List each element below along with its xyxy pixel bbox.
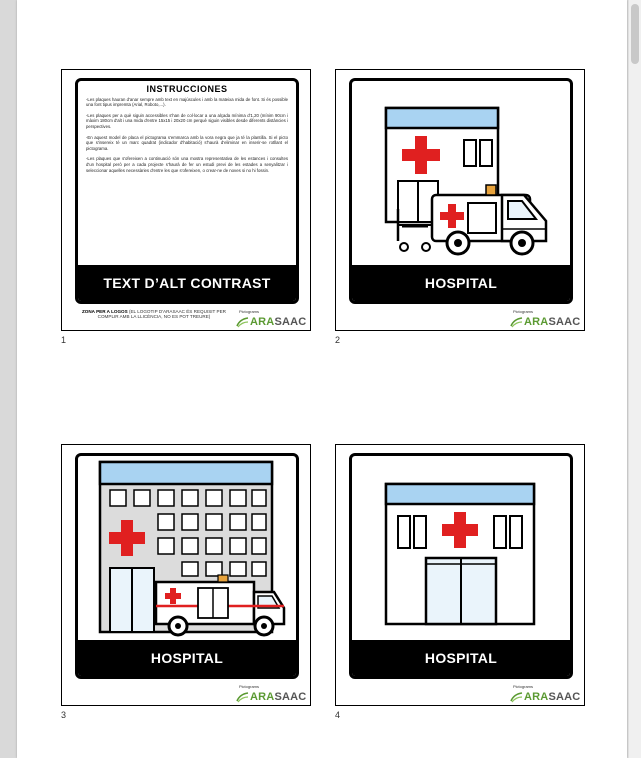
logo-word: ARASAAC xyxy=(524,316,581,328)
page-number: 1 xyxy=(61,335,67,345)
logo-caption: Pictograms xyxy=(239,309,260,314)
instructions-title: INSTRUCCIONES xyxy=(146,84,228,94)
page-number: 3 xyxy=(61,710,67,720)
page-number: 2 xyxy=(335,335,341,345)
card-4[interactable]: HOSPITAL Pictograms ARASAAC xyxy=(335,444,585,706)
hospital-building-pictogram xyxy=(98,460,286,637)
instructions-paragraph: -Les plaques per a què siguin accessible… xyxy=(86,112,288,129)
arasaac-mark-icon xyxy=(510,692,523,703)
arasaac-mark-icon xyxy=(510,317,523,328)
document-page: INSTRUCCIONES -Les plaques hauran d'anar… xyxy=(17,0,627,758)
card-footer: ZONA PER A LOGOS (EL LOGOTIP D'ARASAAC É… xyxy=(62,307,310,329)
card-frame: HOSPITAL xyxy=(349,453,573,679)
logo-zone-note-bold: ZONA PER A LOGOS xyxy=(81,309,128,314)
card-1[interactable]: INSTRUCCIONES -Les plaques hauran d'anar… xyxy=(61,69,311,331)
arasaac-logo: Pictograms ARASAAC xyxy=(510,684,580,704)
card-frame: HOSPITAL xyxy=(349,78,573,304)
hospital-pictogram xyxy=(384,482,536,626)
card-label: HOSPITAL xyxy=(352,265,570,301)
logo-word: ARASAAC xyxy=(250,691,307,703)
card-2[interactable]: HOSPITAL Pictograms ARASAAC xyxy=(335,69,585,331)
card-frame: INSTRUCCIONES -Les plaques hauran d'anar… xyxy=(75,78,299,304)
arasaac-mark-icon xyxy=(236,317,249,328)
arasaac-logo: Pictograms ARASAAC xyxy=(236,309,306,329)
card-label: HOSPITAL xyxy=(78,640,296,676)
logo-caption: Pictograms xyxy=(239,684,260,689)
instructions-text: INSTRUCCIONES -Les plaques hauran d'anar… xyxy=(80,83,294,263)
arasaac-logo: Pictograms ARASAAC xyxy=(510,309,580,329)
card-3[interactable]: HOSPITAL Pictograms ARASAAC xyxy=(61,444,311,706)
logo-zone-note: ZONA PER A LOGOS (EL LOGOTIP D'ARASAAC É… xyxy=(76,309,232,319)
card-frame: HOSPITAL xyxy=(75,453,299,679)
card-footer: Pictograms ARASAAC xyxy=(62,682,310,704)
arasaac-logo: Pictograms ARASAAC xyxy=(236,684,306,704)
card-label: TEXT D’ALT CONTRAST xyxy=(78,265,296,301)
logo-zone-note-text: (EL LOGOTIP D'ARASAAC ÉS REQUISIT PER CO… xyxy=(97,309,226,320)
arasaac-mark-icon xyxy=(236,692,249,703)
hospital-ambulance-pictogram xyxy=(384,106,548,256)
instructions-paragraph: -Les plaques que s'ofereixen a continuac… xyxy=(86,156,288,173)
instructions-paragraph: -Les plaques hauran d'anar sempre amb te… xyxy=(86,96,288,108)
logo-word: ARASAAC xyxy=(524,691,581,703)
scrollbar-thumb[interactable] xyxy=(631,4,639,64)
card-label: HOSPITAL xyxy=(352,640,570,676)
card-footer: Pictograms ARASAAC xyxy=(336,307,584,329)
card-footer: Pictograms ARASAAC xyxy=(336,682,584,704)
logo-caption: Pictograms xyxy=(513,309,534,314)
logo-word: ARASAAC xyxy=(250,316,307,328)
instructions-paragraph: -En aquest model de placa el pictograma … xyxy=(86,134,288,151)
vertical-scrollbar[interactable] xyxy=(628,0,641,758)
logo-caption: Pictograms xyxy=(513,684,534,689)
page-number: 4 xyxy=(335,710,341,720)
